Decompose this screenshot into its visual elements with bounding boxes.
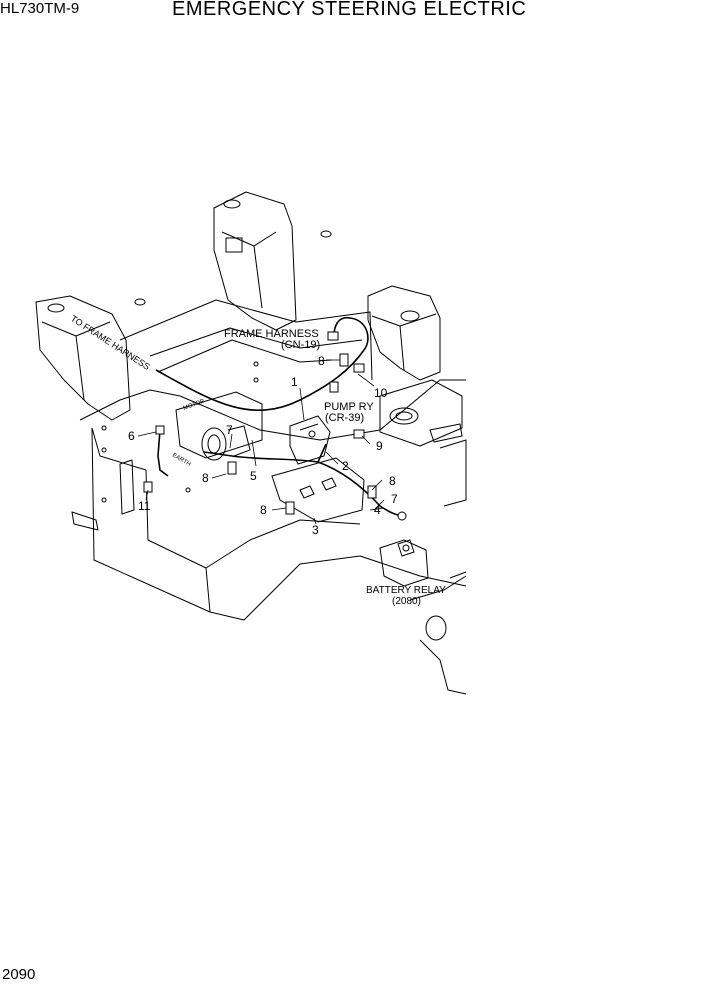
battery-relay-label: BATTERY RELAY <box>366 585 446 596</box>
diagram-labels: FRAME HARNESS (CN-19) PUMP RY (CR-39) BA… <box>69 313 446 607</box>
callout-2: 2 <box>342 459 349 473</box>
page-title: EMERGENCY STEERING ELECTRIC <box>172 0 527 20</box>
motor-assembly <box>175 391 263 461</box>
pump-relay-code: (CR-39) <box>325 412 364 424</box>
model-number: HL730TM-9 <box>0 0 80 17</box>
earth-label: EARTH <box>171 453 192 468</box>
callout-10: 10 <box>374 386 388 400</box>
callout-1: 1 <box>291 375 298 389</box>
page-number: 2090 <box>2 966 36 983</box>
to-frame-harness-label: TO FRAME HARNESS <box>69 313 152 372</box>
callout-8-a: 8 <box>318 354 325 368</box>
frame-harness-label: FRAME HARNESS <box>224 328 319 340</box>
callout-8-c: 8 <box>260 503 267 517</box>
battery-relay-code: (2080) <box>392 596 421 607</box>
callout-11: 11 <box>138 499 151 513</box>
callout-7-b: 7 <box>391 492 398 506</box>
callout-4: 4 <box>374 503 381 517</box>
wire-harness <box>155 316 405 517</box>
callout-6: 6 <box>128 429 135 443</box>
battery-relay <box>379 539 429 587</box>
leader-lines <box>137 359 385 525</box>
frame-outline <box>35 191 467 695</box>
callout-8-d: 8 <box>389 474 396 488</box>
frame-harness-code: (CN-19) <box>281 339 320 351</box>
motor-label: MOTOR <box>183 398 207 411</box>
callout-3: 3 <box>312 523 319 537</box>
pump-relay-bracket <box>289 415 331 465</box>
connectors-and-bolts <box>143 331 407 521</box>
pump-relay-label: PUMP RY <box>324 401 374 413</box>
callout-9: 9 <box>376 439 383 453</box>
callout-numbers: 1 2 3 4 5 6 7 7 8 8 8 8 9 10 11 <box>128 354 398 537</box>
callout-8-b: 8 <box>202 471 209 485</box>
callout-7-a: 7 <box>226 423 233 437</box>
mounting-plate <box>271 457 365 523</box>
callout-5: 5 <box>250 469 257 483</box>
